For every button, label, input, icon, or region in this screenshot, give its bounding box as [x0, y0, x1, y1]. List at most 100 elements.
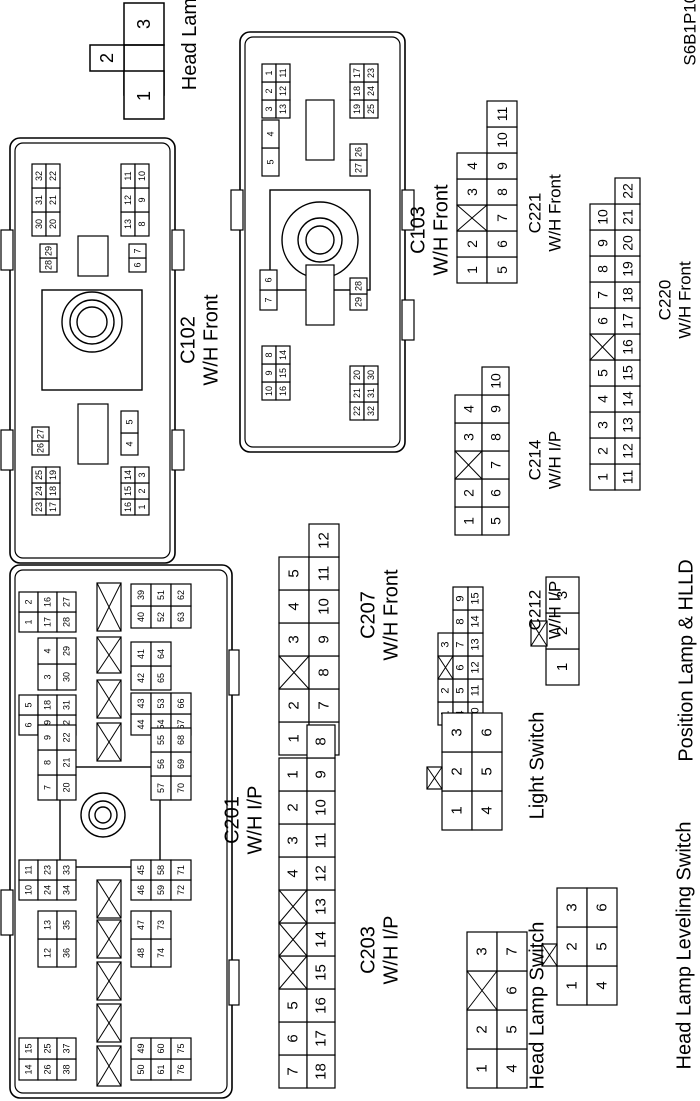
- center-bolt-ring: [61, 291, 123, 353]
- pin-number: 18: [48, 486, 58, 496]
- c221-label-line: W/H Front: [545, 174, 565, 252]
- pin-number: 23: [43, 865, 53, 875]
- pin-number: 3: [461, 433, 477, 441]
- pin-cell: [486, 230, 518, 258]
- pin-number: 7: [43, 785, 53, 790]
- pin-number: 4: [266, 131, 276, 136]
- c103-mid-top-left: 54: [261, 119, 280, 177]
- pin-number: 3: [564, 903, 581, 911]
- blank-pin-cross: [96, 1045, 122, 1087]
- pin-cell: [614, 229, 641, 257]
- pin-number: 4: [595, 395, 611, 403]
- pin-number: 14: [123, 470, 133, 480]
- pin-number: 2: [285, 803, 302, 811]
- pin-cell: [170, 727, 192, 753]
- pin-cell: [306, 757, 336, 792]
- pin-number: 21: [352, 388, 362, 398]
- blank-pin-cross: [466, 970, 498, 1011]
- pin-number: 14: [313, 931, 330, 948]
- pin-number: 7: [488, 461, 504, 469]
- pin-number: 42: [136, 673, 146, 683]
- pin-number: 72: [176, 885, 186, 895]
- pin-number: 6: [264, 277, 274, 282]
- blank-pin-cross: [278, 922, 308, 957]
- pin-number: 7: [285, 1067, 302, 1075]
- pin-number: 19: [620, 261, 636, 277]
- pin-number: 58: [156, 865, 166, 875]
- pin-number: 57: [156, 783, 166, 793]
- pin-number: 13: [313, 898, 330, 915]
- pin-number: 27: [62, 597, 72, 607]
- pin-number: 6: [494, 240, 510, 248]
- blank-pin-cross: [96, 722, 122, 762]
- pin-number: 59: [156, 885, 166, 895]
- pin-number: 9: [494, 162, 510, 170]
- pin-number: 7: [494, 214, 510, 222]
- pin-number: 66: [176, 698, 186, 708]
- head-lamp-leveling-switch-label: Head Lamp Leveling Switch: [673, 821, 696, 1069]
- pin-number: 7: [316, 701, 333, 709]
- pin-cell: [486, 204, 518, 232]
- c103-mid-bot-left: 76: [259, 269, 278, 311]
- pin-number: 2: [24, 599, 34, 604]
- pin-number: 2: [97, 53, 117, 63]
- pin-cell: [486, 152, 518, 180]
- pin-number: 12: [316, 532, 333, 549]
- pin-number: 3: [134, 19, 154, 29]
- pin-number: 4: [285, 869, 302, 877]
- pin-number: 27: [354, 163, 364, 173]
- pin-number: 25: [34, 470, 44, 480]
- pin-number: 21: [48, 195, 58, 205]
- pin-number: 71: [176, 865, 186, 875]
- pin-number: 35: [62, 920, 72, 930]
- pin-number: 60: [156, 1043, 166, 1053]
- housing-tab: [401, 189, 415, 231]
- pin-number: 3: [440, 641, 452, 647]
- pin-cell: [56, 591, 77, 613]
- pin-number: 28: [354, 281, 364, 291]
- pin-cell: [56, 724, 77, 751]
- pin-number: 1: [474, 1064, 491, 1072]
- pin-cell: [278, 790, 308, 825]
- pin-number: 12: [313, 865, 330, 882]
- pin-number: 32: [366, 406, 376, 416]
- pin-number: 16: [123, 502, 133, 512]
- position-lamp-connector: 123: [545, 576, 580, 686]
- slot: [305, 264, 335, 326]
- c203-label-line: W/H I/P: [379, 915, 402, 985]
- pin-number: 15: [278, 368, 288, 378]
- housing-inner: [14, 569, 228, 1094]
- pin-number: 2: [449, 767, 466, 775]
- pin-number: 9: [595, 239, 611, 247]
- latch-cross: [541, 943, 558, 967]
- housing-tab: [401, 299, 415, 341]
- pin-cell: [481, 450, 510, 480]
- pin-cell: [306, 790, 336, 825]
- housing-inner: [14, 142, 171, 559]
- c214-label-line: C214: [524, 439, 544, 481]
- pin-number: 20: [620, 235, 636, 251]
- pin-number: 4: [504, 1064, 521, 1072]
- pin-number: 19: [48, 470, 58, 480]
- head-lamp-leveling-switch-label-line: Head Lamp Leveling Switch: [673, 821, 696, 1069]
- pin-cell: [31, 426, 50, 442]
- pin-number: 6: [285, 1034, 302, 1042]
- pin-cell: [278, 1021, 308, 1056]
- pin-number: 4: [461, 405, 477, 413]
- pin-cell: [261, 119, 280, 149]
- pin-number: 8: [316, 668, 333, 676]
- pin-number: 4: [594, 981, 611, 989]
- pin-number: 15: [470, 592, 482, 604]
- pin-cell: [39, 243, 58, 259]
- pin-number: 14: [470, 615, 482, 627]
